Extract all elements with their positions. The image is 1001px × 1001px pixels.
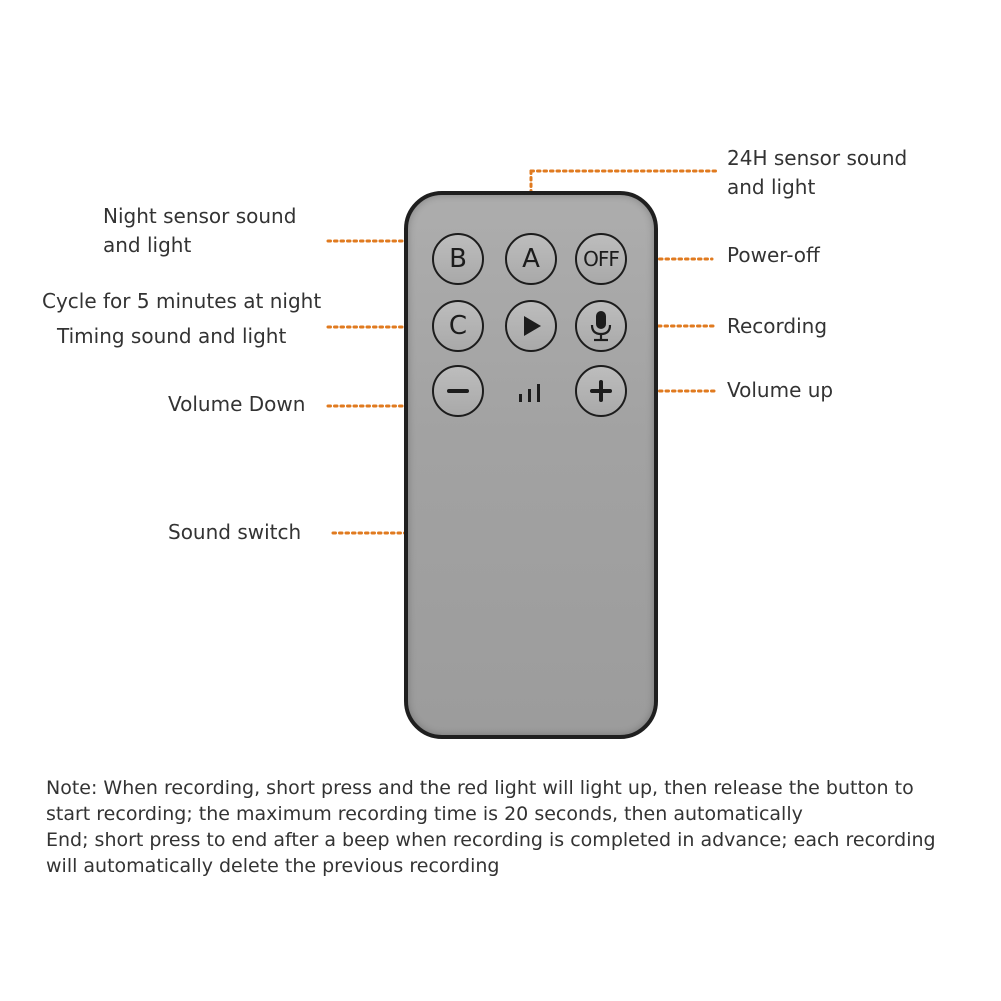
button-record[interactable] [575, 300, 627, 352]
label-volume-down: Volume Down [168, 392, 306, 416]
note-line-4: will automatically delete the previous r… [46, 855, 500, 877]
button-a-label: A [522, 244, 540, 274]
button-b[interactable]: B [432, 233, 484, 285]
note-line-2: start recording; the maximum recording t… [46, 803, 803, 825]
note-line-1: Note: When recording, short press and th… [46, 777, 914, 799]
play-icon [524, 316, 541, 336]
label-24h-sensor-line2: and light [727, 175, 816, 199]
microphone-icon [590, 311, 612, 342]
note-line-3: End; short press to end after a beep whe… [46, 829, 936, 851]
minus-icon [447, 389, 469, 393]
note-text: Note: When recording, short press and th… [46, 775, 976, 879]
label-night-sensor-line1: Night sensor sound [103, 204, 297, 228]
button-c[interactable]: C [432, 300, 484, 352]
button-c-label: C [448, 311, 468, 341]
button-volume-up[interactable] [575, 365, 627, 417]
button-volume-down[interactable] [432, 365, 484, 417]
label-sound-switch: Sound switch [168, 520, 302, 544]
label-power-off: Power-off [727, 243, 820, 267]
volume-bars-icon [516, 381, 546, 405]
label-24h-sensor-line1: 24H sensor sound [727, 146, 908, 170]
label-volume-up: Volume up [727, 378, 834, 402]
button-off-label: OFF [583, 247, 620, 271]
label-cycle-line2: Timing sound and light [57, 324, 287, 348]
label-night-sensor-line2: and light [103, 233, 192, 257]
button-play[interactable] [505, 300, 557, 352]
plus-icon [590, 380, 612, 402]
label-recording: Recording [727, 314, 828, 338]
button-b-label: B [449, 244, 467, 274]
button-a[interactable]: A [505, 233, 557, 285]
label-cycle-line1: Cycle for 5 minutes at night [42, 289, 322, 313]
button-off[interactable]: OFF [575, 233, 627, 285]
